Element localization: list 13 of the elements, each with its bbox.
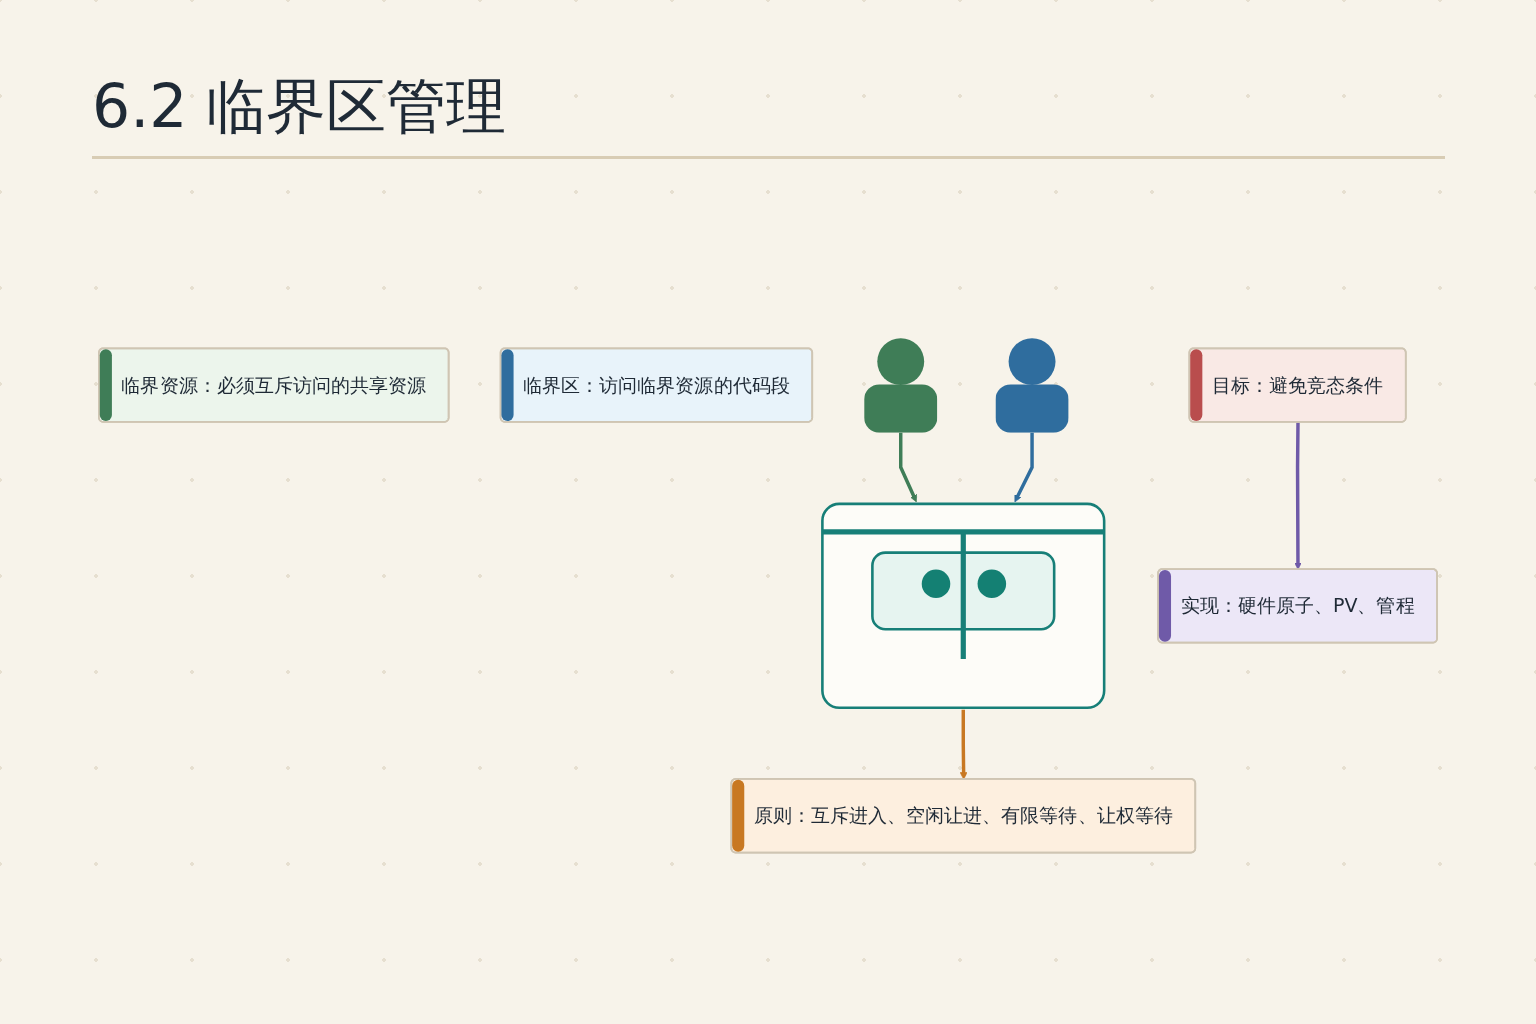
node-person: [995, 337, 1069, 433]
info-card: 实现：硬件原子、PV、管程: [1157, 568, 1438, 644]
info-card: 目标：避免竞态条件: [1188, 347, 1407, 423]
arrow: [899, 432, 917, 503]
info-card: 临界区：访问临界资源的代码段: [499, 347, 814, 423]
arrow: [1014, 432, 1034, 503]
info-card: 原则：互斥进入、空闲让进、有限等待、让权等待: [730, 778, 1197, 854]
info-card: 临界资源：必须互斥访问的共享资源: [98, 347, 450, 423]
title: 6.2 临界区管理: [92, 70, 507, 142]
node-picture: [820, 501, 1107, 710]
arrow: [1294, 422, 1302, 570]
node-person: [864, 337, 938, 433]
arrow: [959, 709, 968, 780]
